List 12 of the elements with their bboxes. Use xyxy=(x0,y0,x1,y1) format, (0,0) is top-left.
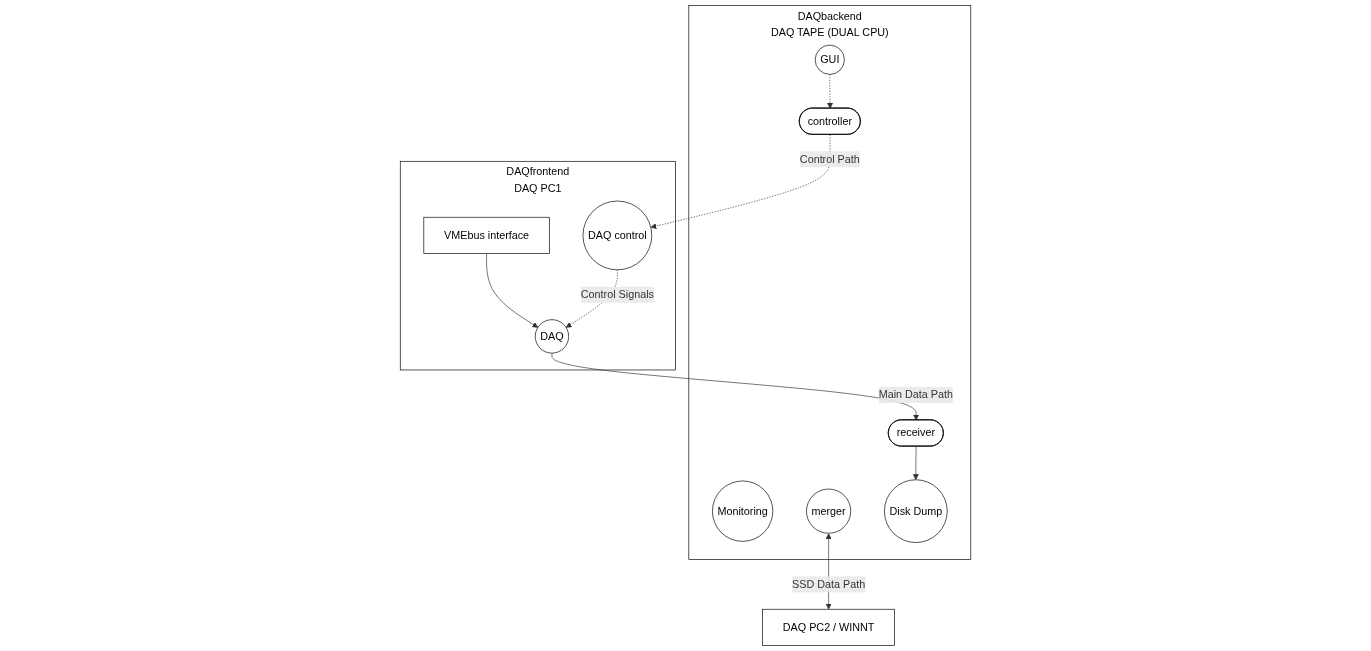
node-circle: GUI xyxy=(814,44,845,75)
node-circle: DAQ control xyxy=(582,200,653,271)
node-box: VMEbus interface xyxy=(423,216,550,254)
node-box: DAQ PC2 / WINNT xyxy=(762,608,895,646)
edge-label: Control Path xyxy=(799,153,860,165)
edge-label: SSD Data Path xyxy=(792,578,866,590)
edge-label: Control Signals xyxy=(580,288,654,301)
node-circle: Disk Dump xyxy=(884,479,948,543)
edge-label: Main Data Path xyxy=(878,388,953,401)
node-circle: DAQ xyxy=(534,319,569,354)
node-circle: merger xyxy=(806,488,852,534)
node-circle: Monitoring xyxy=(712,480,774,542)
